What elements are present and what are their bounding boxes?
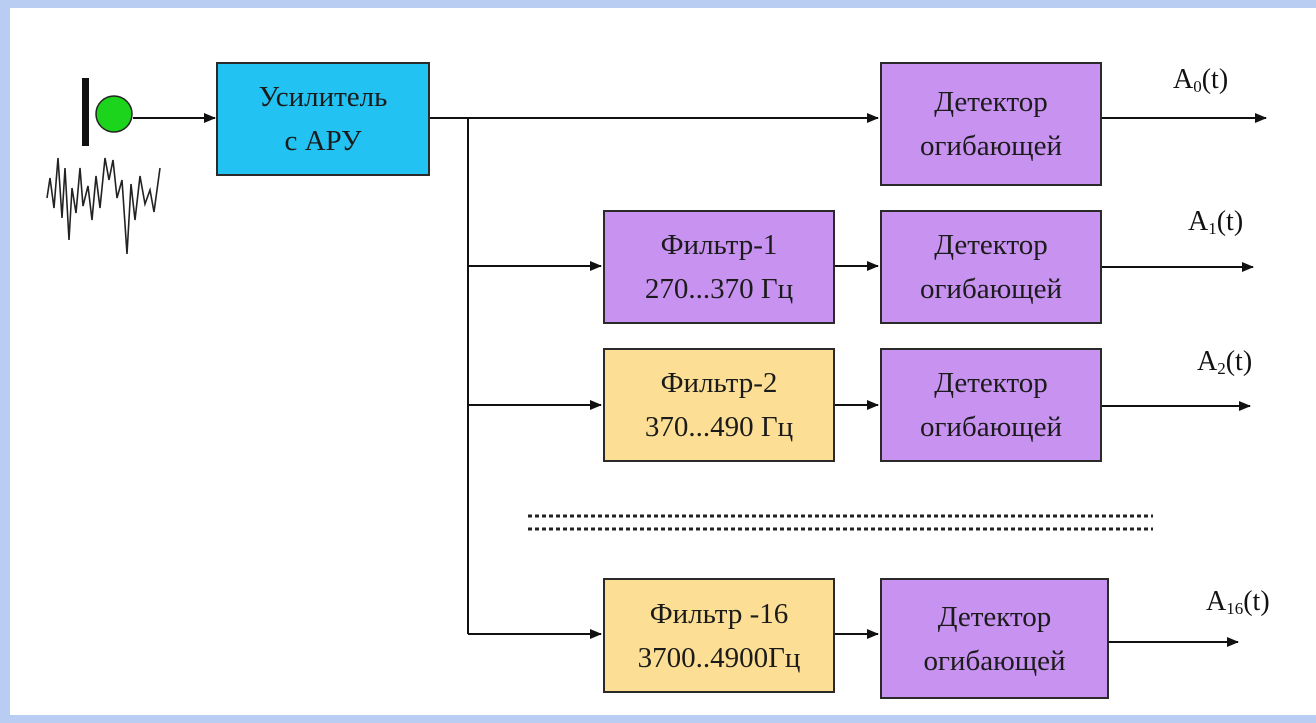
filter-16-block: Фильтр -16 3700..4900Гц (603, 578, 835, 693)
envelope-detector-1: Детектор огибающей (880, 210, 1102, 324)
microphone-stand-icon (82, 78, 89, 146)
detector-label-line2: огибающей (920, 273, 1062, 305)
speech-waveform-icon (46, 157, 161, 255)
microphone-head-icon (95, 95, 133, 133)
filter-2-label-line2: 370...490 Гц (644, 411, 794, 443)
connections-layer (46, 78, 1267, 647)
filter-2-block: Фильтр-2 370...490 Гц (603, 348, 835, 462)
amplifier-label-line1: Усилитель (258, 81, 388, 113)
output-label-a0: A0(t) (1173, 64, 1229, 96)
filter-1-block: Фильтр-1 270...370 Гц (603, 210, 835, 324)
envelope-detector-0: Детектор огибающей (880, 62, 1102, 186)
ellipsis-separator (528, 514, 1153, 531)
signal-lines (133, 113, 1267, 647)
output-label-a2: A2(t) (1197, 346, 1253, 378)
filter-1-label-line1: Фильтр-1 (660, 229, 778, 261)
envelope-detector-16: Детектор огибающей (880, 578, 1109, 699)
microphone-icon (82, 78, 133, 146)
filter-1-label-line2: 270...370 Гц (644, 273, 794, 305)
detector-label-line2: огибающей (920, 130, 1062, 162)
diagram-canvas: Усилитель с АРУ Детектор огибающей Детек… (10, 8, 1316, 715)
detector-label-line2: огибающей (920, 411, 1062, 443)
output-label-a1: A1(t) (1188, 206, 1244, 238)
detector-label-line2: огибающей (923, 644, 1066, 677)
amplifier-label-line2: с АРУ (284, 125, 362, 157)
detector-label-line1: Детектор (934, 86, 1048, 118)
detector-label-line1: Детектор (937, 600, 1052, 633)
filter-2-label-line1: Фильтр-2 (660, 367, 778, 399)
output-label-a16: A16(t) (1206, 586, 1270, 618)
envelope-detector-2: Детектор огибающей (880, 348, 1102, 462)
filter-16-label-line2: 3700..4900Гц (637, 641, 801, 674)
amplifier-block: Усилитель с АРУ (216, 62, 430, 176)
detector-label-line1: Детектор (934, 367, 1048, 399)
detector-label-line1: Детектор (934, 229, 1048, 261)
filter-16-label-line1: Фильтр -16 (649, 597, 789, 630)
